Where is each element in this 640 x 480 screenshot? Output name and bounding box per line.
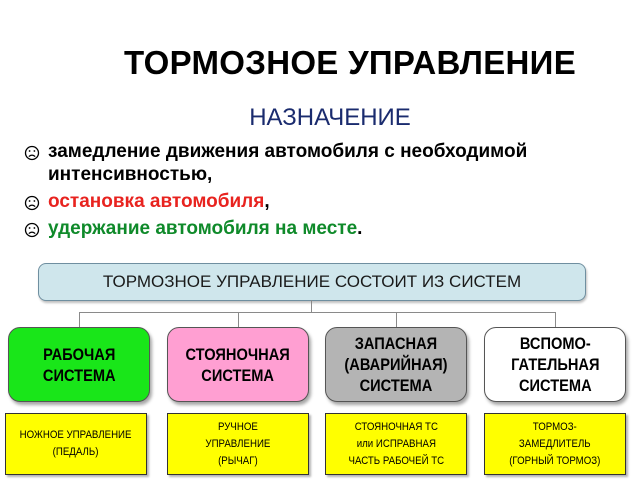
connector-line [238,312,239,327]
frown-face-icon [24,145,40,161]
connector-line [311,300,312,312]
page-title: ТОРМОЗНОЕ УПРАВЛЕНИЕ [123,44,576,81]
bullet-punct: , [264,191,270,212]
bullet-punct: , [207,164,213,185]
systems-banner: ТОРМОЗНОЕ УПРАВЛЕНИЕ СОСТОИТ ИЗ СИСТЕМ [38,263,586,301]
system-box-parking: СТОЯНОЧНАЯ СИСТЕМА [167,327,309,402]
purpose-list: замедление движения автомобиля с необход… [24,140,624,244]
bullet-punct: . [357,218,363,239]
system-box-auxiliary: ВСПОМО- ГАТЕЛЬНАЯ СИСТЕМА [484,327,626,402]
bullet-text: остановка автомобиля [48,191,265,212]
control-box-retarder: ТОРМОЗ- ЗАМЕДЛИТЕЛЬ (ГОРНЫЙ ТОРМОЗ) [484,413,626,475]
frown-face-icon [24,195,40,211]
control-box-hand: РУЧНОЕ УПРАВЛЕНИЕ (РЫЧАГ) [167,413,309,475]
system-box-service: РАБОЧАЯ СИСТЕМА [8,327,150,402]
connector-line [79,312,555,313]
control-box-foot: НОЖНОЕ УПРАВЛЕНИЕ (ПЕДАЛЬ) [5,413,147,475]
bullet-text: замедление движения автомобиля с необход… [48,141,528,185]
connector-line [555,312,556,327]
list-item: удержание автомобиля на месте. [24,217,624,240]
connector-line [79,312,80,327]
section-heading: НАЗНАЧЕНИЕ [249,104,411,131]
frown-face-icon [24,222,40,238]
connector-line [396,312,397,327]
list-item: замедление движения автомобиля с необход… [24,140,624,186]
control-box-parking-or-service: СТОЯНОЧНАЯ ТС или ИСПРАВНАЯ ЧАСТЬ РАБОЧЕ… [325,413,467,475]
bullet-text: удержание автомобиля на месте [48,218,358,239]
system-box-emergency: ЗАПАСНАЯ (АВАРИЙНАЯ) СИСТЕМА [325,327,467,402]
list-item: остановка автомобиля, [24,190,624,213]
